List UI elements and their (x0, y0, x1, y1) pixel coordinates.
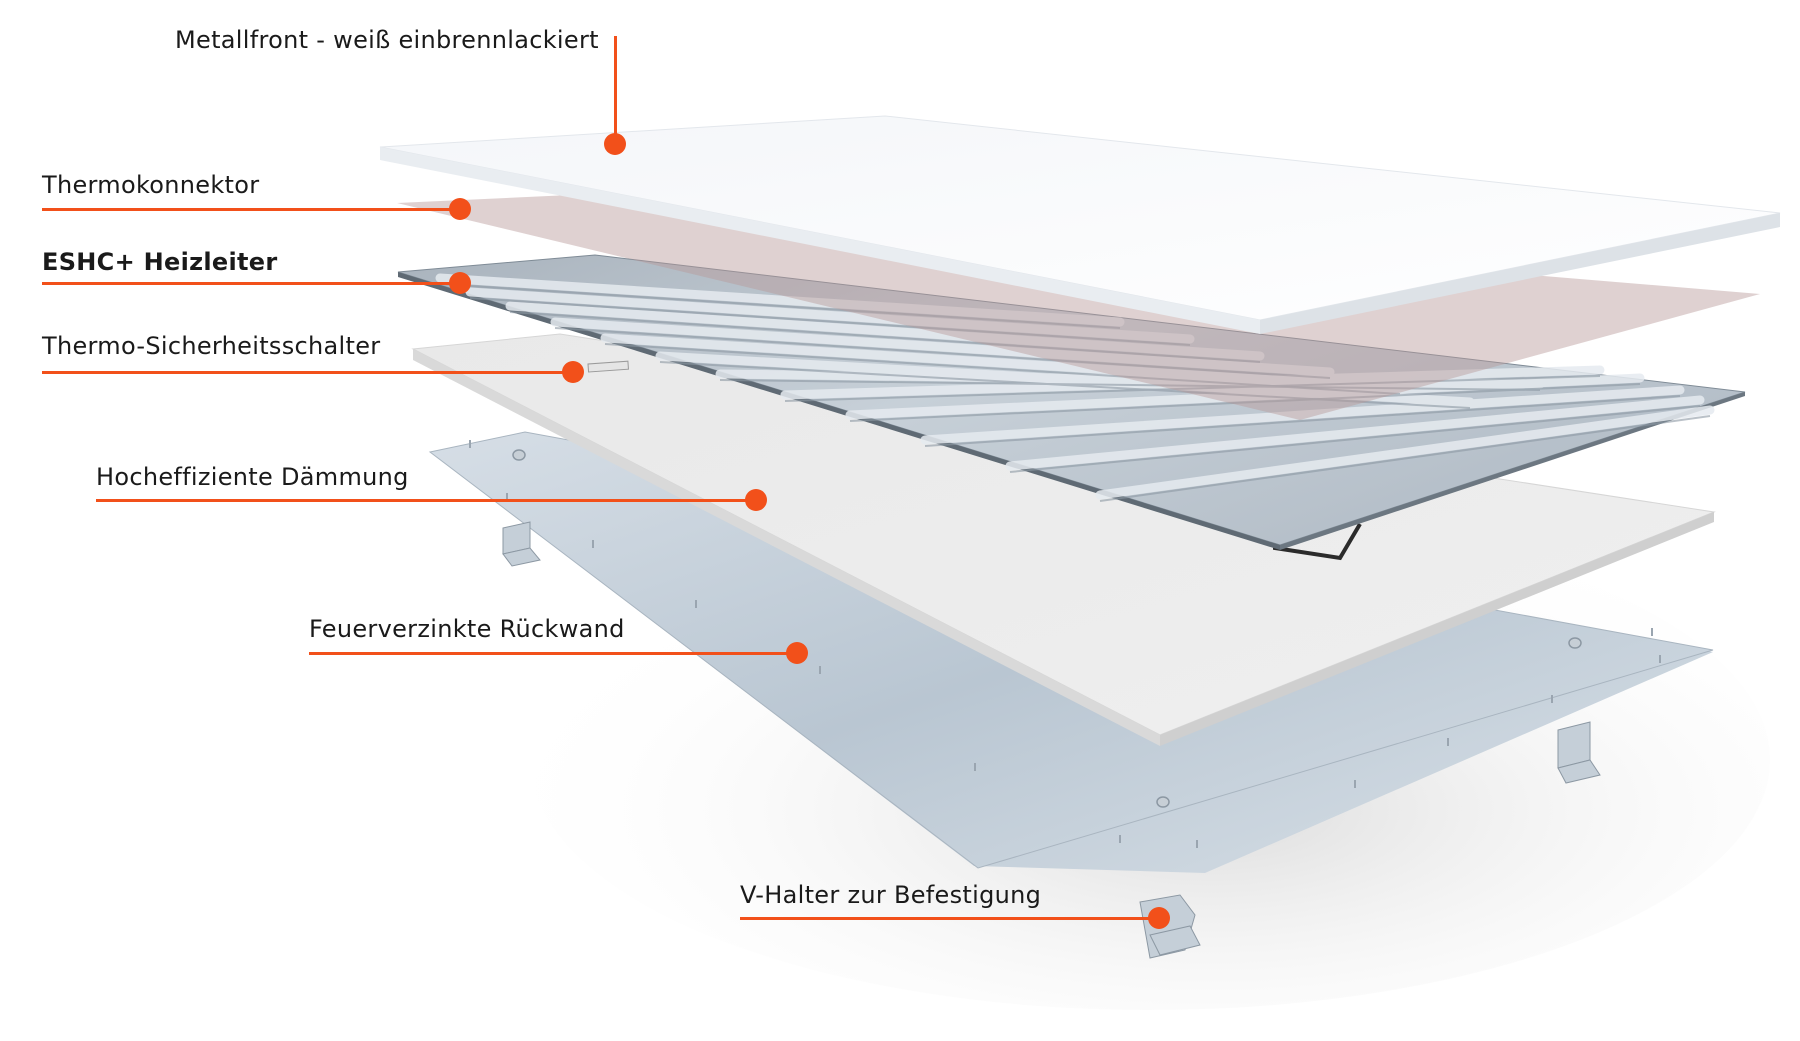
marker-heizleiter (449, 272, 471, 294)
label-metallfront: Metallfront - weiß einbrennlackiert (175, 26, 599, 54)
label-rueckwand: Feuerverzinkte Rückwand (309, 615, 625, 643)
v-halter-bracket-2 (1557, 721, 1601, 784)
marker-daemmung (745, 489, 767, 511)
layer-thermokonnektor (397, 195, 1760, 420)
leader-sicherheitsschalter (42, 371, 572, 374)
label-sicherheitsschalter: Thermo-Sicherheitsschalter (42, 332, 381, 360)
label-daemmung: Hocheffiziente Dämmung (96, 463, 409, 491)
marker-v-halter (1148, 907, 1170, 929)
leader-v-halter (740, 917, 1158, 920)
heater-serpentine-shadow (439, 283, 1711, 502)
label-heizleiter: ESHC+ Heizleiter (42, 248, 278, 276)
heater-serpentine (435, 273, 1715, 500)
leader-daemmung (96, 499, 751, 502)
leader-thermokonnektor (42, 208, 462, 211)
leader-metallfront (614, 36, 617, 144)
leader-rueckwand (309, 652, 794, 655)
marker-sicherheitsschalter (562, 361, 584, 383)
leader-heizleiter (42, 282, 462, 285)
back-plate-pins (469, 440, 1661, 848)
back-plate-holes (512, 449, 1582, 808)
marker-rueckwand (786, 642, 808, 664)
marker-metallfront (604, 133, 626, 155)
v-halter-bracket-1 (502, 521, 541, 567)
label-v-halter: V-Halter zur Befestigung (740, 881, 1042, 909)
label-thermokonnektor: Thermokonnektor (42, 171, 260, 199)
thermal-switch (587, 360, 629, 373)
marker-thermokonnektor (449, 198, 471, 220)
